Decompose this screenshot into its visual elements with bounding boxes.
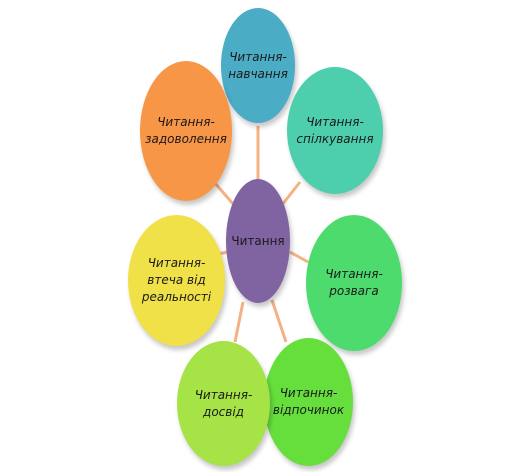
node-reading-rest-label: Читання- відпочинок — [272, 386, 345, 417]
connector-experience — [233, 301, 245, 343]
node-reading-communication-label: Читання- спілкування — [296, 114, 374, 146]
node-reading-study-label: Читання- навчання — [228, 49, 288, 81]
node-reading-escape-label: Читання- втеча від реальності — [141, 256, 212, 304]
connector-rest — [270, 299, 288, 343]
node-reading-entertainment: Читання- розвага — [306, 215, 402, 351]
node-reading-pleasure: Читання- задоволення — [140, 61, 232, 201]
node-reading-escape: Читання- втеча від реальності — [128, 215, 225, 346]
connector-entertainment — [289, 250, 309, 264]
node-reading-study: Читання- навчання — [221, 8, 295, 123]
node-reading-center-label: Читання — [231, 233, 285, 248]
node-reading-entertainment-label: Читання- розвага — [325, 267, 383, 298]
node-reading-pleasure-label: Читання- задоволення — [145, 115, 227, 146]
node-reading-experience: Читання- досвід — [177, 341, 270, 466]
node-reading-experience-label: Читання- досвід — [194, 387, 253, 419]
node-reading-communication: Читання- спілкування — [287, 67, 383, 194]
node-reading-rest: Читання- відпочинок — [264, 338, 353, 466]
node-reading-center: Читання — [226, 179, 290, 303]
connector-communication — [280, 181, 302, 206]
connector-pleasure — [212, 181, 236, 206]
